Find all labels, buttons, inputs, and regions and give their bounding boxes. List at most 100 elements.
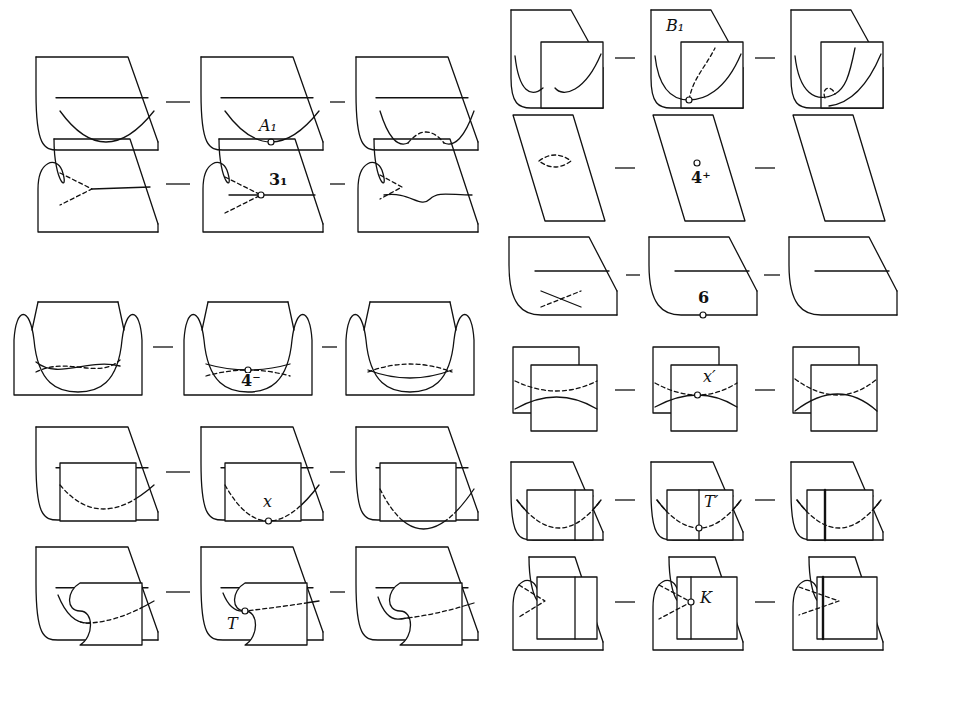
sheet-edge [157,632,158,640]
sheet-edge [809,557,883,642]
plane [677,577,737,639]
surface-line [659,585,691,619]
panel [653,115,745,221]
plane [60,463,136,521]
panel [356,427,478,529]
callout-label: K [699,590,713,606]
transition-dash [764,274,780,275]
sheet-edge [201,427,323,520]
singular-point [242,608,248,614]
sheet-edge [649,237,757,315]
surface-line [225,485,301,521]
edge-line [822,577,824,639]
sheet-edge [36,57,158,142]
surface-line [380,489,456,521]
callout-label: 3₁ [268,172,288,188]
transition-dash [615,601,635,602]
surface-line [795,379,877,395]
panel [511,462,603,540]
panel [509,237,617,315]
surface-line [541,291,581,307]
sheet-rim [376,97,468,98]
sheet-edge [669,557,743,642]
callout-label: B₁ [665,18,685,34]
fold-edge [346,315,474,396]
sheet-edge [651,10,743,108]
sheet-edge [477,224,478,232]
panel [513,115,605,221]
transition-dash [755,167,775,168]
singular-point [688,599,694,605]
surface-line [368,370,452,378]
panel [651,10,743,108]
plane [225,463,301,521]
surface-line [229,194,315,195]
callout-label: 6 [697,290,710,306]
sheet-edge [529,557,603,642]
panel [358,139,478,232]
sheet-edge [208,301,288,302]
panel [651,462,743,540]
transition-dash [626,274,640,275]
plane [537,577,597,639]
surface-line [655,56,689,100]
sheet-edge [602,642,603,650]
surface-line [92,187,150,189]
sheet-edge [793,115,885,221]
sheet-edge [789,237,897,315]
transition-dash [755,499,775,500]
sheet-edge [616,291,617,315]
sheet-edge [511,462,603,540]
transition-dash [615,499,635,500]
panel [513,557,603,650]
sheet-edge [219,139,323,224]
transition-dash [166,591,190,592]
surface-line [515,381,597,391]
plane [541,42,603,108]
surface-line [80,595,142,623]
transition-dash [615,167,635,168]
curled-plane [70,583,143,645]
sheet-edge [370,301,450,302]
panel [653,557,743,650]
transition-dash [615,57,635,58]
transition-dash [330,471,345,472]
transition-dash [322,346,337,347]
singular-point [258,192,264,198]
panel [14,302,142,395]
panel [511,10,603,108]
sheet-edge [509,237,617,291]
plane [811,365,877,431]
panel [38,139,158,232]
sheet-edge [32,302,38,330]
singular-point [268,139,274,145]
transition-dash [166,101,190,102]
sheet-edge [513,115,605,221]
panel [201,427,323,524]
edge-line [574,490,575,540]
fold-edge [203,139,323,232]
panel [791,462,883,540]
surface-line [541,291,581,307]
sheet-edge [288,302,294,330]
sheet-edge [509,237,617,315]
panel [793,115,885,221]
sheet-edge [882,642,883,650]
sheet-edge [157,142,158,150]
sheet-edge [322,632,323,640]
callout-label: T [226,616,239,632]
callout-label: 4⁻ [240,373,262,389]
panel [791,10,883,108]
transition-dash [153,346,173,347]
surface-line [225,111,319,142]
transition-dash [166,471,190,472]
surface-line [519,585,545,617]
callout-label: A₁ [258,118,278,134]
sheet-edge [322,512,323,520]
panel [201,57,323,150]
panel [513,347,597,431]
sheet-edge [791,10,883,108]
fold-edge [14,315,142,396]
singular-point [686,97,692,103]
sheet-edge [602,532,603,540]
